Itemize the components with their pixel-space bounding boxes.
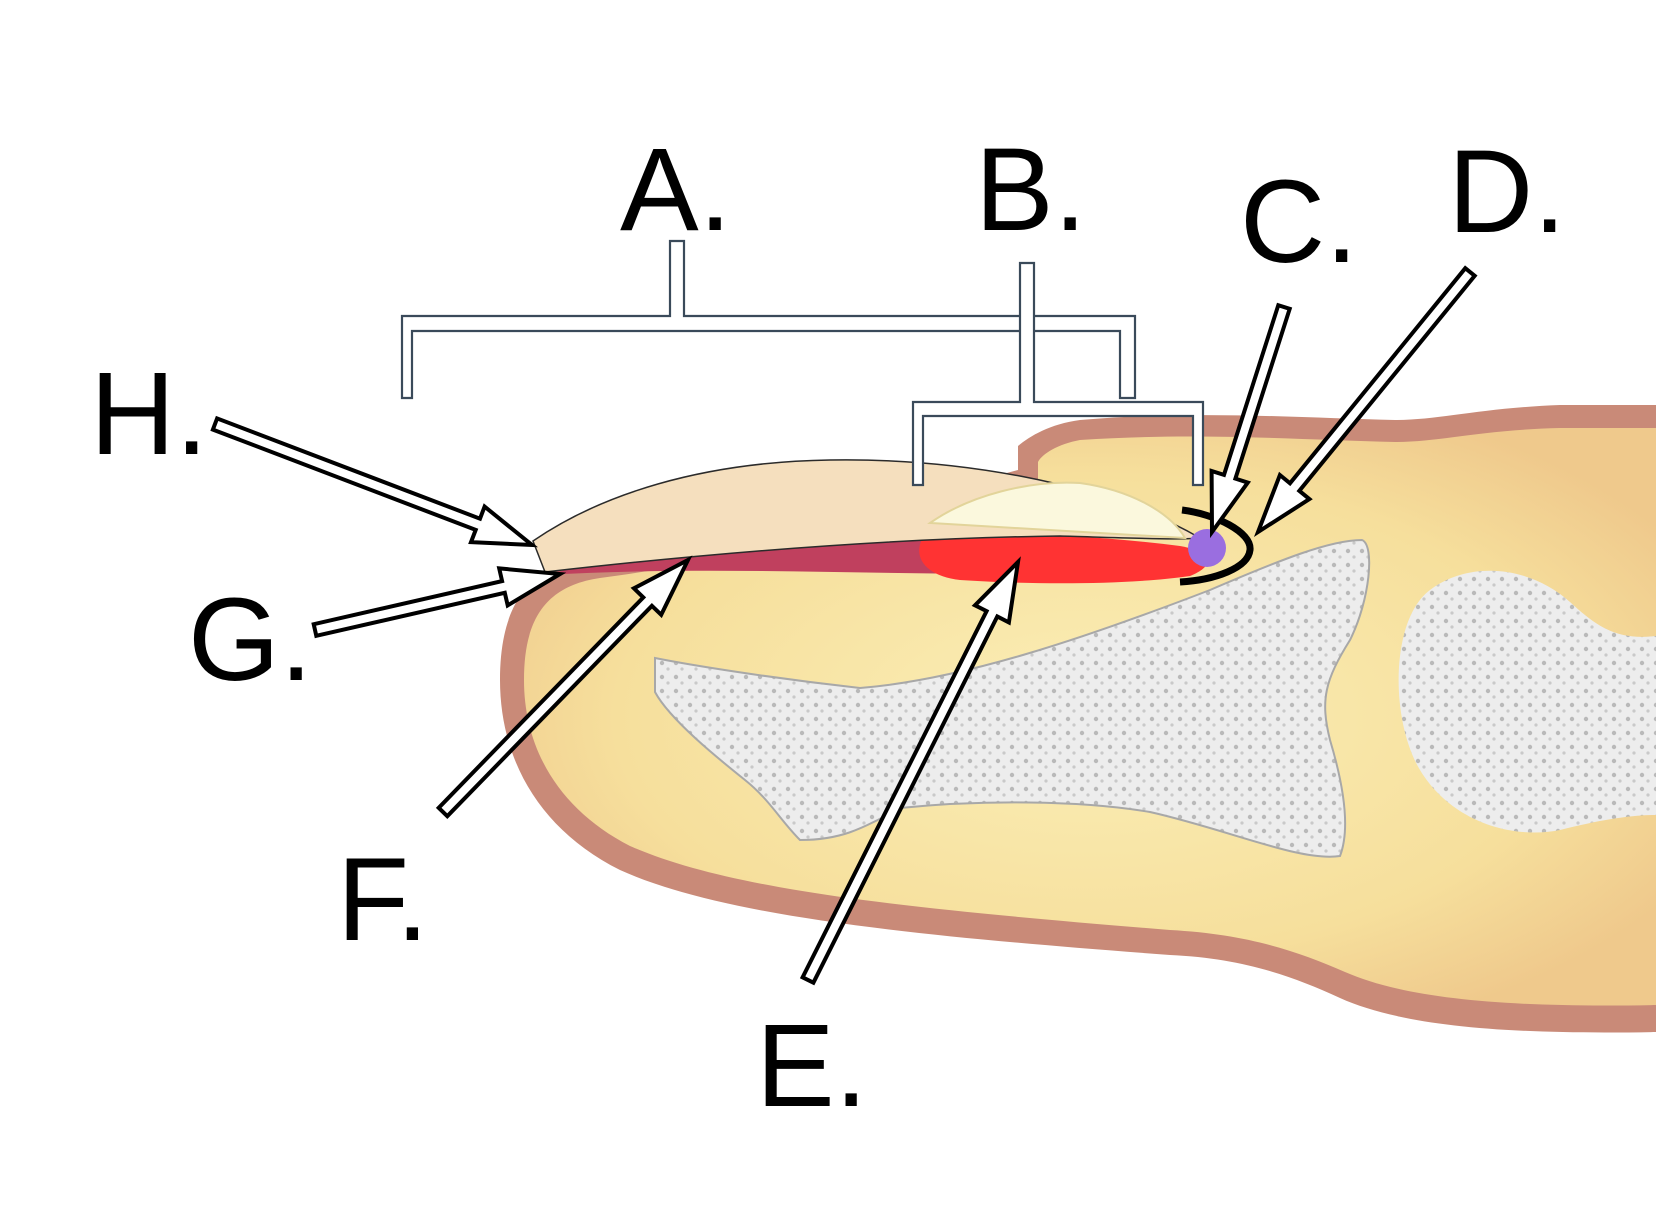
arrow-d [1253,265,1478,537]
bracket-a [400,239,1137,400]
bracket-b [911,261,1205,487]
cuticle-point [1188,529,1226,567]
label-f: F. [337,834,429,966]
lunula [927,481,1187,540]
label-a: A. [620,124,732,256]
nail-matrix [919,532,1208,584]
arrow-g [311,566,567,639]
distal-phalanx-bone [654,538,1371,858]
arrow-h [210,415,539,548]
label-d: D. [1448,126,1566,258]
label-e: E. [756,1000,868,1132]
middle-phalanx-bone [1398,570,1656,833]
arrow-c [1209,302,1293,539]
label-g: G. [188,574,313,706]
label-h: H. [90,348,208,480]
label-b: B. [975,124,1087,256]
label-c: C. [1240,156,1358,288]
arrow-f [435,555,693,820]
arrow-e [799,556,1021,986]
